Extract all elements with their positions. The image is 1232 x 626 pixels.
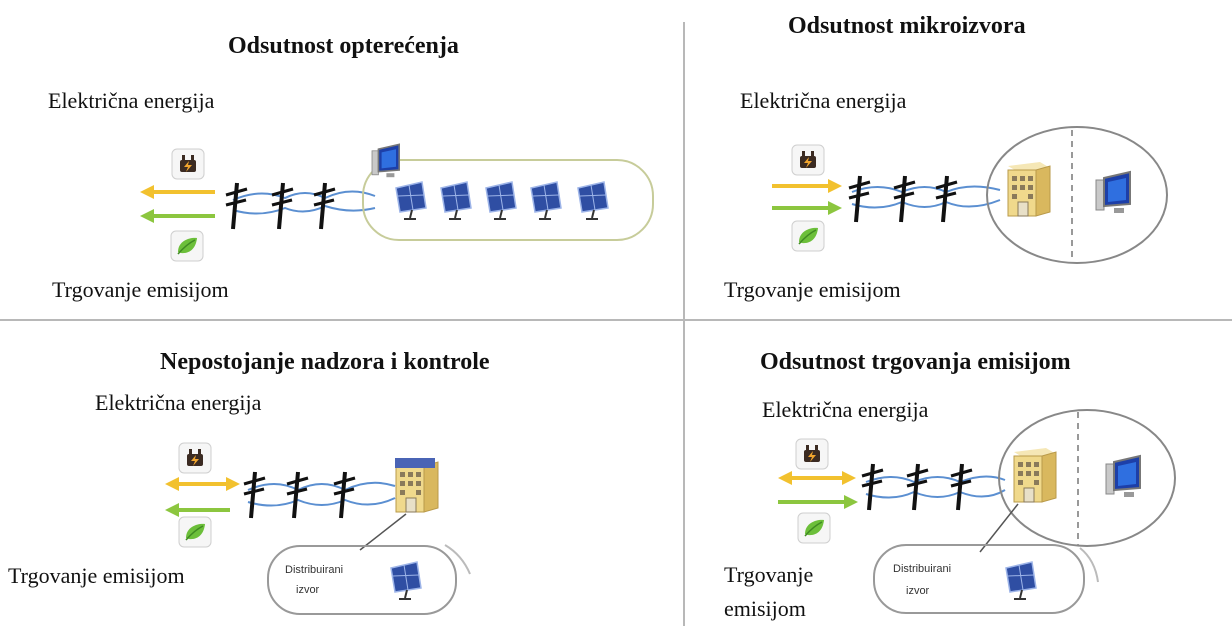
computer-icon <box>1095 171 1131 214</box>
microgrid-boundary <box>362 159 654 241</box>
leaf-icon <box>178 516 212 548</box>
leaf-icon <box>170 230 204 262</box>
power-pylon-icon <box>949 462 974 512</box>
power-pylon-icon <box>224 181 249 231</box>
computer-icon <box>1105 455 1141 498</box>
dist-source-line1: Distribuirani <box>893 563 951 575</box>
vertical-divider <box>683 22 685 626</box>
quadrant-1-emission-label: Trgovanje emisijom <box>52 277 229 302</box>
quadrant-3-emission-label: Trgovanje emisijom <box>8 563 185 588</box>
power-pylon-icon <box>270 181 295 231</box>
solar-panel-icon <box>577 181 609 220</box>
solar-panel-icon <box>530 181 562 220</box>
lightning-icon <box>178 442 212 474</box>
solar-panel-icon <box>485 181 517 220</box>
distributed-source-boundary <box>873 544 1085 614</box>
power-pylon-icon <box>905 462 930 512</box>
quadrant-1-graphic <box>140 143 654 262</box>
building-icon <box>1007 161 1051 217</box>
quadrant-3-graphic: Distribuirani izvor <box>165 442 471 615</box>
lightning-icon <box>791 144 825 176</box>
distributed-source-boundary <box>267 545 457 615</box>
quadrant-2-emission-label: Trgovanje emisijom <box>724 277 901 302</box>
power-pylon-icon <box>847 174 872 224</box>
quadrant-4-title: Odsutnost trgovanja emisijom <box>760 349 1071 375</box>
solar-panel-icon <box>390 561 422 600</box>
quadrant-4-energy-label: Električna energija <box>762 397 929 422</box>
quadrant-2-energy-label: Električna energija <box>740 88 907 113</box>
lightning-icon <box>795 438 829 470</box>
leaf-icon <box>791 220 825 252</box>
lightning-icon <box>171 148 205 180</box>
building-icon <box>1013 447 1057 503</box>
quadrant-4-emission-label-line2: emisijom <box>724 596 806 621</box>
power-pylon-icon <box>860 462 885 512</box>
solar-panel-icon <box>440 181 472 220</box>
quadrant-2-title: Odsutnost mikroizvora <box>788 13 1026 39</box>
quadrant-2-graphic <box>772 126 1168 264</box>
quadrant-4-emission-label-line1: Trgovanje <box>724 562 814 587</box>
quadrant-1-energy-label: Električna energija <box>48 88 215 113</box>
solar-panel-icon <box>395 181 427 220</box>
dist-source-line1: Distribuirani <box>285 564 343 576</box>
quadrant-3-title: Nepostojanje nadzora i kontrole <box>160 349 490 375</box>
dist-source-line2: izvor <box>906 585 930 597</box>
leaf-icon <box>797 512 831 544</box>
horizontal-divider <box>0 319 1232 321</box>
power-pylon-icon <box>892 174 917 224</box>
quadrant-3-energy-label: Električna energija <box>95 390 262 415</box>
power-pylon-icon <box>934 174 959 224</box>
computer-icon <box>371 143 401 178</box>
power-pylon-icon <box>242 470 267 520</box>
solar-panel-icon <box>1005 561 1037 600</box>
power-pylon-icon <box>332 470 357 520</box>
quadrant-4-graphic: Distribuirani izvor <box>778 409 1176 614</box>
quadrant-1-title: Odsutnost opterećenja <box>228 33 459 59</box>
power-pylon-icon <box>312 181 337 231</box>
microgrid-boundary <box>986 126 1168 264</box>
power-pylon-icon <box>285 470 310 520</box>
dist-source-line2: izvor <box>296 584 320 596</box>
microgrid-boundary <box>998 409 1176 547</box>
